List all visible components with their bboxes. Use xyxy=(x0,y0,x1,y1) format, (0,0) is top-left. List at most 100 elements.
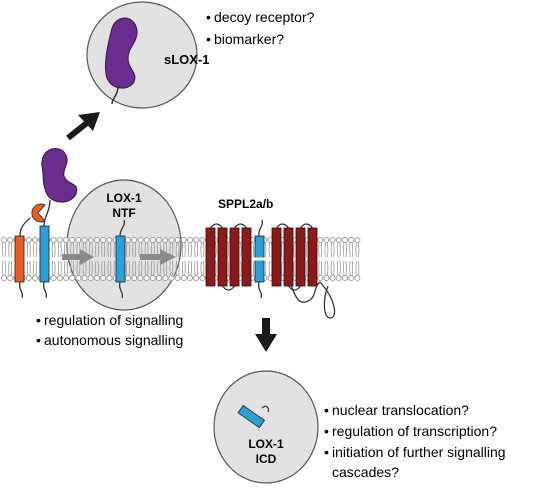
lipid-head xyxy=(62,236,70,244)
svg-text:•: • xyxy=(206,31,211,47)
lipid-tail xyxy=(200,260,205,276)
lipid-head xyxy=(106,236,113,244)
lipid-head xyxy=(174,236,181,244)
lipid-tail xyxy=(95,242,99,258)
lipid-head xyxy=(162,274,169,282)
lipid-tail xyxy=(26,260,31,276)
lipid-tail xyxy=(324,242,329,258)
ntf-bullet-list: • regulation of signalling • autonomous … xyxy=(36,312,183,348)
orange-ligand xyxy=(31,203,46,223)
lipid-tail xyxy=(181,242,186,258)
lipid-tail xyxy=(169,260,174,276)
lipid-tail xyxy=(175,260,180,276)
lipid-head xyxy=(25,236,32,244)
sppl2-loop-segment xyxy=(222,285,235,291)
lipid-tail xyxy=(132,242,137,258)
lipid-tail xyxy=(76,260,81,276)
lipid-head xyxy=(348,236,355,244)
lipid-tail xyxy=(101,242,106,258)
lipid-head xyxy=(143,236,150,244)
lipid-head xyxy=(56,236,63,244)
lipid-tail xyxy=(188,260,192,276)
lipid-head xyxy=(174,274,181,282)
lipid-head xyxy=(317,236,324,244)
lipid-head xyxy=(354,274,361,282)
icd-bullet-list: • nuclear translocation? • regulation of… xyxy=(324,402,506,480)
lox1-purple-domain xyxy=(41,148,78,203)
svg-text:•: • xyxy=(36,332,41,348)
lipid-tail xyxy=(200,242,205,258)
lipid-tail xyxy=(188,242,192,258)
lox1-icd-label-line1: LOX-1 xyxy=(248,437,284,451)
sppl2-protease: SPPL2a/b xyxy=(205,197,336,319)
lipid-head xyxy=(155,274,163,282)
lipid-tail xyxy=(324,260,329,276)
lipid-tail xyxy=(107,260,112,276)
lipid-head xyxy=(199,274,206,282)
lipid-head xyxy=(106,274,113,282)
sppl2-loop-segment xyxy=(234,223,247,229)
lipid-head xyxy=(335,236,342,244)
lipid-head xyxy=(323,274,330,282)
lipid-head xyxy=(0,274,8,282)
sppl2-label: SPPL2a/b xyxy=(218,197,273,211)
lipid-head xyxy=(62,274,70,282)
lipid-head xyxy=(193,236,200,244)
lipid-tail xyxy=(132,260,137,276)
cleavage-arrow-1 xyxy=(62,249,94,265)
ntf-bullet-item: autonomous signalling xyxy=(44,332,183,348)
lipid-tail xyxy=(51,260,56,276)
lipid-head xyxy=(93,274,101,282)
sppl2-loop-segment xyxy=(210,223,223,229)
lipid-tail xyxy=(2,260,6,276)
icd-bullet-item: regulation of transcription? xyxy=(332,423,497,439)
lipid-head xyxy=(75,236,82,244)
lipid-tail xyxy=(8,242,13,258)
sppl2-loop xyxy=(289,281,321,303)
ntf-label-group: LOX-1 NTF xyxy=(106,191,142,220)
lipid-tail xyxy=(194,260,199,276)
lipid-head xyxy=(354,236,361,244)
lipid-tail xyxy=(355,242,360,258)
lipid-tail xyxy=(33,242,37,258)
lox1-blue-receptor xyxy=(39,225,50,283)
lipid-head xyxy=(25,274,32,282)
release-down-arrow xyxy=(255,318,277,352)
sppl2-loop-segment xyxy=(300,223,313,229)
icd-vesicle: LOX-1 ICD xyxy=(213,370,319,484)
lipid-tail xyxy=(2,242,6,258)
lipid-head xyxy=(56,274,63,282)
lipid-tail xyxy=(150,260,155,276)
lipid-tail xyxy=(349,242,354,258)
lipid-tail xyxy=(126,242,130,258)
sppl2-loop-segment xyxy=(276,223,289,229)
lipid-head xyxy=(162,236,169,244)
lox1-ntf-fragment xyxy=(115,219,126,299)
slox1-bullet-item: biomarker? xyxy=(214,31,284,47)
lipid-head xyxy=(31,236,39,244)
sppl2-helix xyxy=(229,227,240,287)
lipid-tail xyxy=(144,260,149,276)
lipid-tail xyxy=(343,242,347,258)
lipid-tail xyxy=(175,242,180,258)
lipid-head xyxy=(87,274,94,282)
lipid-tail xyxy=(181,260,186,276)
lipid-tail xyxy=(126,260,130,276)
lipid-tail xyxy=(336,242,341,258)
lipid-head xyxy=(87,236,94,244)
lipid-head xyxy=(50,274,57,282)
lipid-tail xyxy=(107,242,112,258)
lipid-head xyxy=(100,274,107,282)
lipid-head xyxy=(317,274,324,282)
svg-text:•: • xyxy=(324,444,329,460)
lipid-head xyxy=(7,274,14,282)
cleavage-arrow-2 xyxy=(140,249,176,265)
lipid-tail xyxy=(343,260,347,276)
lipid-head xyxy=(100,236,107,244)
sppl2-helix xyxy=(205,227,216,287)
lipid-head xyxy=(180,274,187,282)
lipid-tail xyxy=(330,260,335,276)
lipid-tail xyxy=(95,260,99,276)
lipid-head xyxy=(137,236,144,244)
